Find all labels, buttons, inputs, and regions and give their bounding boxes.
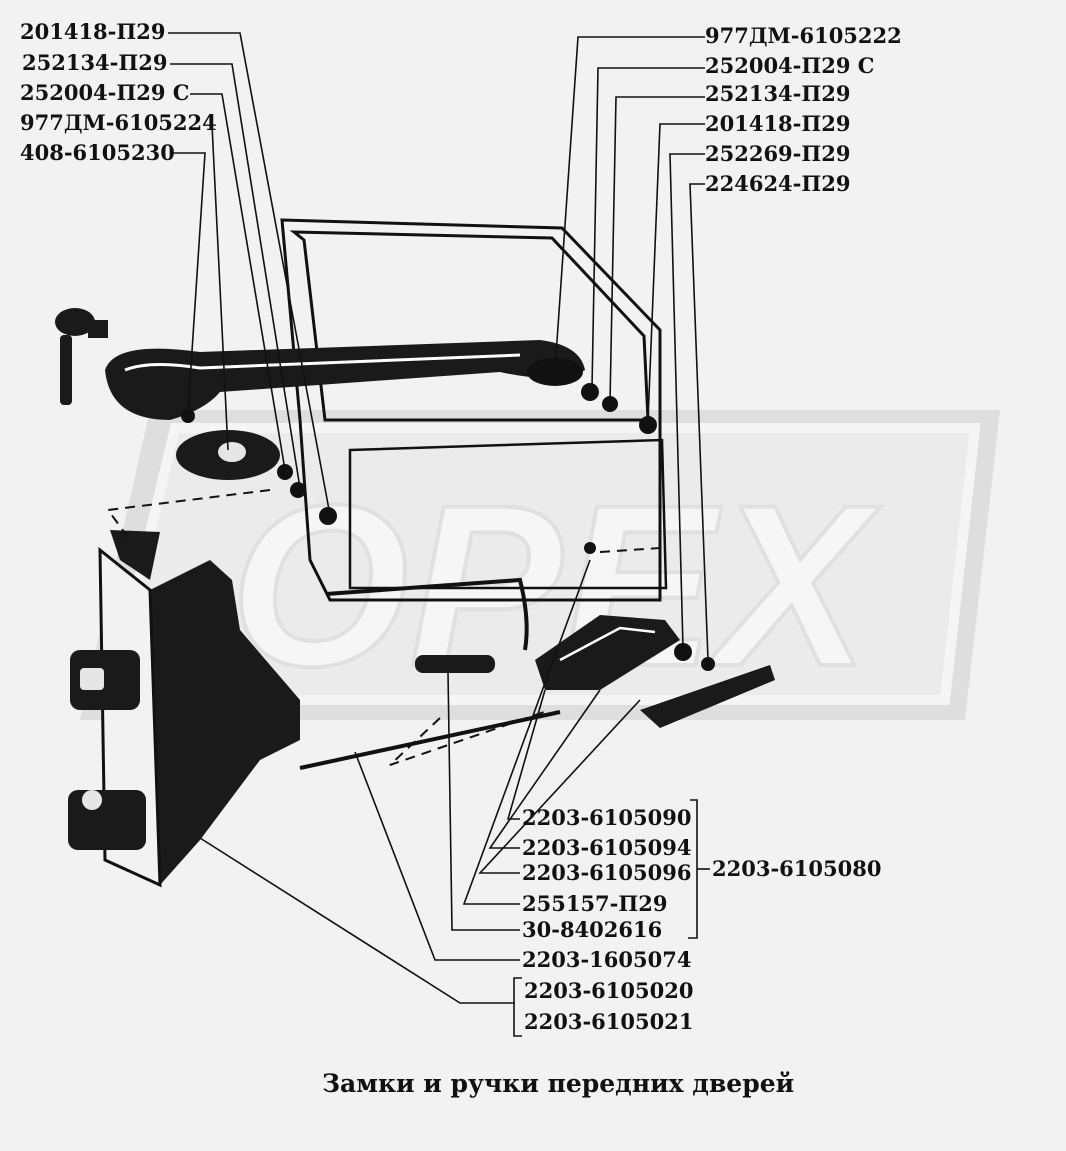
label-part-977dm-6105224: 977ДМ-6105224 [20, 110, 217, 135]
dashed-lines [106, 489, 661, 766]
label-part-2203-1605074: 2203-1605074 [522, 947, 692, 972]
label-part-2203-6105094: 2203-6105094 [522, 835, 692, 860]
label-part-252269: 252269-П29 [705, 141, 851, 166]
diagram-caption: Замки и ручки передних дверей [322, 1069, 795, 1098]
label-part-2203-6105096: 2203-6105096 [522, 860, 692, 885]
control-rod [299, 710, 561, 770]
label-part-201418-right: 201418-П29 [705, 111, 851, 136]
key-icon [55, 308, 108, 405]
label-assembly-2203-6105080: 2203-6105080 [712, 856, 882, 881]
label-part-252134-right: 252134-П29 [705, 81, 851, 106]
label-part-30-8402616: 30-8402616 [522, 917, 663, 942]
label-part-2203-6105020: 2203-6105020 [524, 978, 694, 1003]
fasteners [181, 383, 715, 671]
inner-handle [415, 615, 775, 728]
leader-lines [168, 32, 710, 1037]
label-part-252004-left: 252004-П29 С [20, 80, 190, 105]
label-part-2203-6105090: 2203-6105090 [522, 805, 692, 830]
label-part-201418-left: 201418-П29 [20, 19, 166, 44]
lock-plate [68, 530, 300, 888]
escutcheon [176, 430, 280, 480]
label-part-255157: 255157-П29 [522, 891, 668, 916]
outer-handle [105, 340, 585, 420]
label-part-408-6105230: 408-6105230 [20, 140, 175, 165]
label-part-252134-left: 252134-П29 [22, 50, 168, 75]
label-part-2203-6105021: 2203-6105021 [524, 1009, 694, 1034]
label-part-224624: 224624-П29 [705, 171, 851, 196]
label-part-252004-right: 252004-П29 С [705, 53, 875, 78]
door-frame [280, 218, 668, 651]
label-part-977dm-6105222: 977ДМ-6105222 [705, 23, 902, 48]
